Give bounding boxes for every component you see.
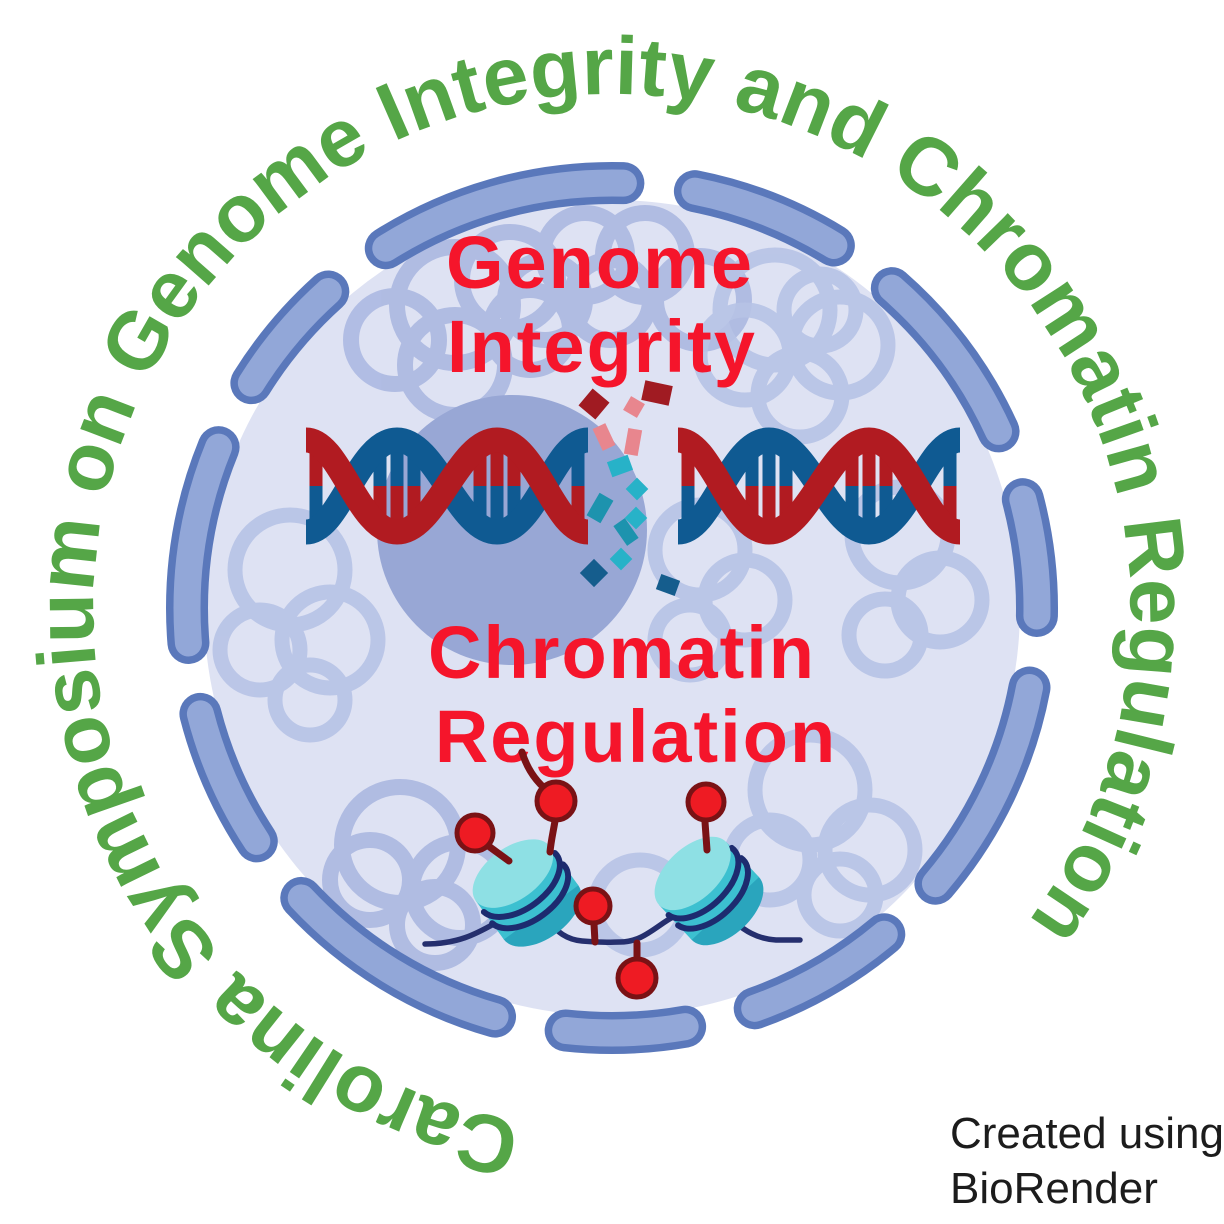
histone-modification-marks bbox=[454, 748, 727, 1000]
genome-integrity-label-line2: Integrity bbox=[447, 305, 757, 388]
biorender-credit: Created using BioRender bbox=[950, 1109, 1224, 1213]
histone-mark bbox=[534, 779, 578, 823]
genome-integrity-label-line1: Genome bbox=[446, 221, 754, 304]
histone-mark bbox=[615, 956, 659, 1000]
chromatin-regulation-label-line1: Chromatin bbox=[428, 611, 816, 694]
histone-mark bbox=[685, 781, 727, 823]
chromatin-regulation-label-line2: Regulation bbox=[435, 695, 837, 778]
nucleosome-illustration bbox=[422, 748, 803, 1000]
biorender-credit-line1: Created using bbox=[950, 1109, 1224, 1158]
histone-mark bbox=[454, 812, 496, 854]
cell-nucleus-illustration: Genome Integrity Chromatin Regulation bbox=[166, 162, 1058, 1054]
biorender-credit-line2: BioRender bbox=[950, 1164, 1158, 1213]
nuclear-envelope bbox=[166, 162, 1058, 1054]
histone-mark bbox=[573, 886, 613, 926]
